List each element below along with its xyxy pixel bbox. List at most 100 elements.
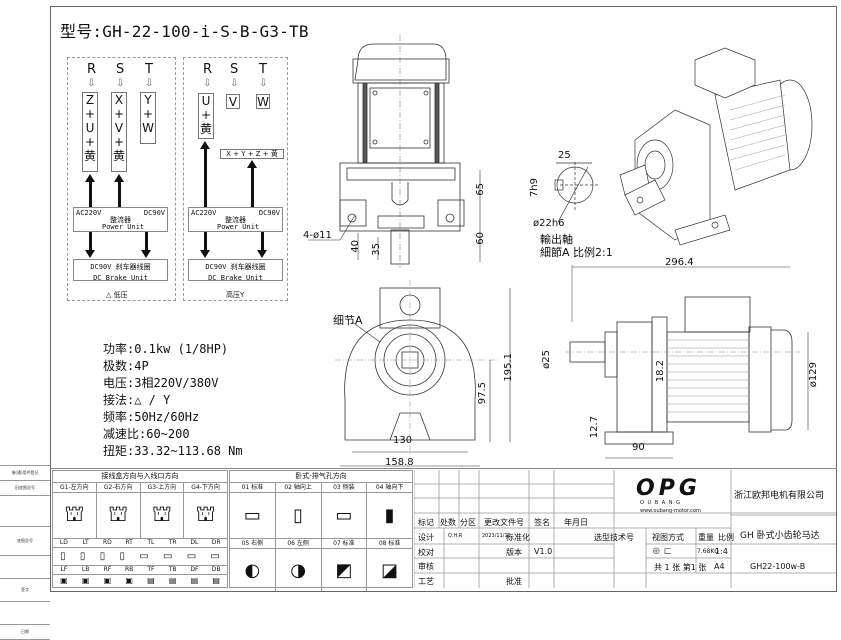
rev-count: 处数 xyxy=(440,518,456,527)
terminal-w: W xyxy=(142,121,154,135)
arrow-up-icon xyxy=(200,141,210,149)
vent-03: 03 侧装 xyxy=(322,483,368,492)
terminal-yellow: 黄 xyxy=(199,122,212,136)
spec-power: 功率:0.1kw (1/8HP) xyxy=(103,342,229,356)
junction-box-icon: ▭ xyxy=(139,551,149,562)
phase-s: S xyxy=(230,62,239,77)
junction-box-icon: ▯ xyxy=(119,551,125,562)
junction-box-icon: ▯ xyxy=(60,551,66,562)
wire xyxy=(251,167,254,207)
mount-incline-icon: ◪ xyxy=(381,559,399,581)
rectifier-label: 整流器 xyxy=(110,216,131,224)
output-shaft-label: 輸出軸 xyxy=(540,233,573,246)
header-g4: G4-下方向 xyxy=(191,484,220,491)
terminal-u: U xyxy=(201,94,211,108)
arrow-down-icon: ⇩ xyxy=(230,78,239,89)
wire xyxy=(204,148,207,207)
wiring-panel-low xyxy=(67,57,176,301)
mount-shaft-down-icon: ▮ xyxy=(384,505,395,526)
arrow-down-icon xyxy=(200,250,210,258)
wire xyxy=(145,232,148,252)
sheet-count: 共 1 张 第1 张 xyxy=(654,563,707,572)
brake-unit-label: DC Brake Unit xyxy=(93,274,148,282)
wire xyxy=(89,232,92,252)
drawing-number: GH22-100w-B xyxy=(750,562,806,571)
dc-label: DC90V xyxy=(143,209,165,217)
spec-ratio: 减速比:60~200 xyxy=(103,427,190,441)
wiring-panel-high xyxy=(183,57,288,301)
terminal-z: Z xyxy=(85,93,95,107)
dim-130: 130 xyxy=(393,435,413,446)
dim-60: 60 xyxy=(475,232,486,245)
phase-t: T xyxy=(145,62,153,77)
phase-s: S xyxy=(116,62,125,77)
vent-02: 02 轴向上 xyxy=(276,483,322,492)
logo-subtitle: O U B A N G xyxy=(640,500,682,506)
detail-a-drawing xyxy=(554,162,600,223)
spec-frequency: 频率:50Hz/60Hz xyxy=(103,410,200,424)
side-view-drawing xyxy=(565,265,809,459)
model-title: 型号:GH-22-100-i-S-B-G3-TB xyxy=(60,22,309,41)
plus: + xyxy=(142,107,154,121)
product-name: GH 卧式小齿轮马达 xyxy=(740,531,820,541)
terminal-v: V xyxy=(228,95,238,109)
terminal-y: Y xyxy=(144,93,152,107)
ac-label: AC220V xyxy=(191,209,217,217)
mount-right-icon: ◐ xyxy=(230,549,276,591)
arrow-down-icon: ⇩ xyxy=(203,78,212,89)
detail-a-scale-label: 細節A 比例2:1 xyxy=(540,246,613,259)
wire xyxy=(118,180,121,207)
vent-06: 06 左侧 xyxy=(276,539,322,548)
brake-unit-high: DC90V 刹车器线圈 DC Brake Unit xyxy=(188,259,283,282)
orientation-label: RD xyxy=(102,539,112,546)
mount-left-icon: ◑ xyxy=(276,549,322,591)
strip-borrow-register: 借(通)用件登记 xyxy=(0,466,50,481)
terminal-box-t: W xyxy=(256,94,270,109)
junction-box-icon: ▣ xyxy=(125,575,133,585)
orientation-label: LF xyxy=(60,566,68,573)
brake-unit-low: DC90V 刹车器线圈 DC Brake Unit xyxy=(73,259,168,282)
rev-signature: 签名 xyxy=(534,518,550,527)
dim-97-5: 97.5 xyxy=(477,382,488,405)
low-voltage-caption: △ 低压 xyxy=(106,291,128,299)
orientation-label: DF xyxy=(190,566,199,573)
plus: + xyxy=(200,108,212,122)
strip-base-no: 底图总号 xyxy=(0,527,50,556)
junction-box-icon: ▤ xyxy=(168,575,177,585)
plus: + xyxy=(113,135,125,149)
plus: + xyxy=(113,107,125,121)
terminal-box-r: Z + U + 黄 xyxy=(82,92,98,172)
front-view-drawing xyxy=(335,280,511,467)
header-g2: G2-右方向 xyxy=(97,483,141,492)
rev-mark: 标记 xyxy=(418,518,434,527)
vent-table: 卧式-排气孔方向 01 标准 02 轴向上 03 侧装 04 轴向下 ▭ ▯ ▭… xyxy=(229,470,413,591)
arrow-down-icon xyxy=(141,250,151,258)
weight-value: 7.68KG xyxy=(697,548,719,555)
phase-r: R xyxy=(87,62,97,77)
review-label: 审核 xyxy=(418,562,434,571)
power-unit-label: Power Unit xyxy=(217,223,260,231)
strip-signature: 签字 xyxy=(0,579,50,602)
junction-box-icon: ▭ xyxy=(210,551,220,562)
company-logo: OPG xyxy=(636,476,701,501)
orientation-label: RT xyxy=(125,539,133,546)
vent-08: 08 标准 xyxy=(378,540,401,547)
left-record-strip: 借(通)用件登记 旧底图总号 底图总号 签字 日期 xyxy=(0,465,50,640)
dim-18-2: 18.2 xyxy=(655,360,666,383)
mount-incline-icon: ◩ xyxy=(322,549,368,591)
star-bridge-box: X + Y + Z + 黄 xyxy=(220,149,284,159)
terminal-box-s: X + V + 黄 xyxy=(111,92,127,172)
junction-box-icon: ▣ xyxy=(60,575,68,585)
check-label: 校对 xyxy=(418,548,434,557)
orientation-label: LT xyxy=(82,539,89,546)
gearmotor-icon: ⛫ xyxy=(97,493,141,538)
spec-poles: 极数:4P xyxy=(103,359,149,373)
terminal-box-r: U + 黄 xyxy=(198,93,214,139)
arrow-down-icon: ⇩ xyxy=(116,78,125,89)
brake-coil-label: DC90V 刹车器线圈 xyxy=(205,263,266,271)
approve-label: 批准 xyxy=(506,577,522,586)
gearmotor-icon: ⛫ xyxy=(195,501,216,527)
orientation-label: RB xyxy=(124,566,134,573)
dim-195-1: 195.1 xyxy=(503,353,514,382)
wire xyxy=(261,232,264,252)
